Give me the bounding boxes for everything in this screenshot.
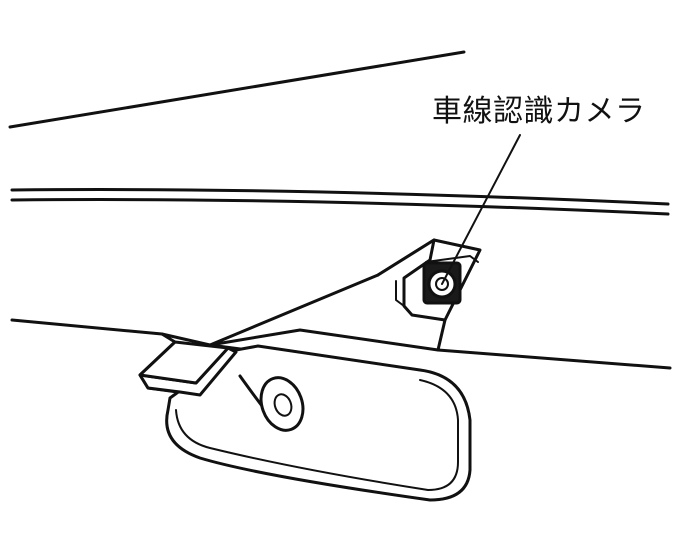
roof-line-upper	[10, 188, 670, 206]
rear-view-mirror-body	[165, 344, 472, 502]
windshield-lower-edge-left	[10, 318, 164, 336]
camera-housing-inner-edge	[395, 280, 405, 307]
mirror-mount-plate	[138, 340, 230, 385]
windshield-top-edge	[8, 50, 466, 129]
roof-line-lower	[10, 198, 670, 216]
rear-view-mirror-bezel	[175, 379, 459, 491]
lane-recognition-camera-label: 車線認識カメラ	[432, 94, 646, 129]
camera-housing-front	[376, 238, 447, 322]
camera-top-ridge	[425, 255, 479, 263]
windshield-lower-edge-right	[436, 348, 672, 370]
mirror-ball-joint-center	[273, 393, 293, 417]
callout-leader-line	[441, 134, 521, 285]
